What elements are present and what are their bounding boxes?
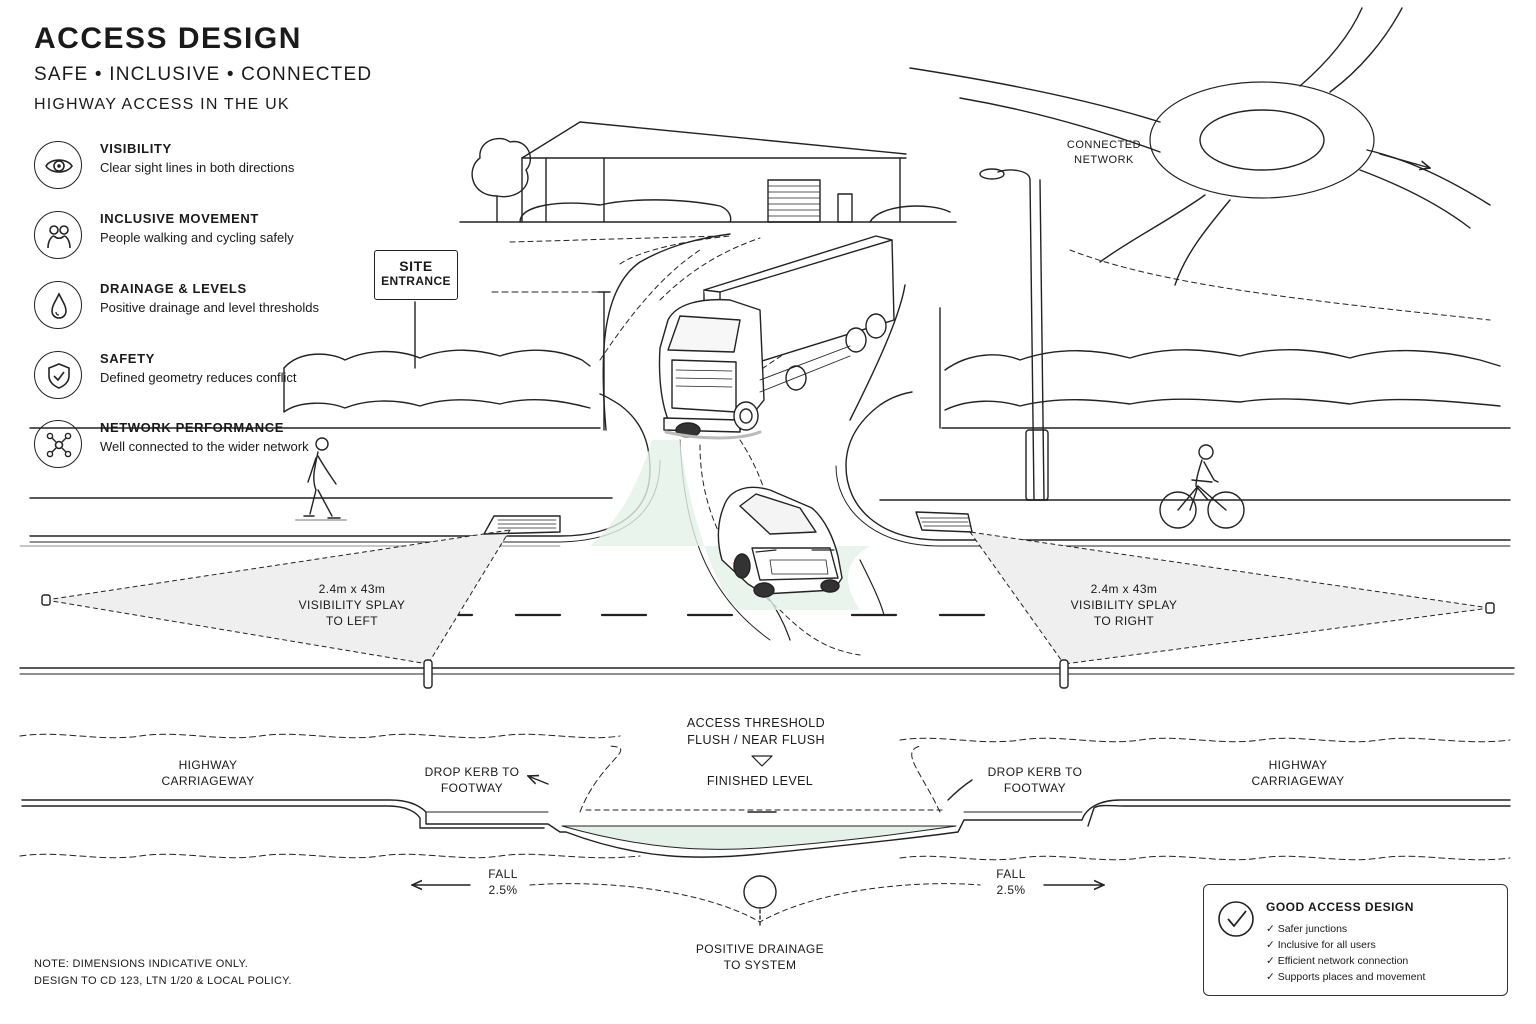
visibility-splay-left bbox=[41, 529, 511, 689]
fall-right-label: FALL 2.5% bbox=[996, 867, 1026, 897]
fall-left-label: FALL 2.5% bbox=[488, 867, 518, 897]
section-context-lines bbox=[19, 733, 1511, 861]
gate-post-left bbox=[597, 291, 611, 431]
shield-check-icon bbox=[34, 351, 82, 399]
good-access-list: Safer junctions Inclusive for all users … bbox=[1266, 921, 1426, 985]
hgv-truck bbox=[658, 235, 895, 440]
drop-kerb-left-label: DROP KERB TO FOOTWAY bbox=[424, 765, 520, 795]
street-lamp bbox=[979, 168, 1049, 501]
good-access-design-box: GOOD ACCESS DESIGN Safer junctions Inclu… bbox=[1203, 884, 1508, 996]
pedestrian-walking bbox=[295, 437, 347, 521]
water-drop-icon bbox=[34, 281, 82, 329]
note-line-2: DESIGN TO CD 123, LTN 1/20 & LOCAL POLIC… bbox=[34, 975, 292, 987]
list-item: Supports places and movement bbox=[1266, 969, 1426, 985]
sign-line-1: SITE bbox=[399, 258, 433, 274]
feature-drainage-levels: DRAINAGE & LEVELS Positive drainage and … bbox=[34, 281, 334, 335]
access-road-right-edge bbox=[849, 284, 906, 421]
car bbox=[717, 486, 843, 598]
gully-left bbox=[483, 515, 561, 535]
positive-drainage-label: POSITIVE DRAINAGE TO SYSTEM bbox=[695, 942, 825, 972]
eye-icon bbox=[34, 141, 82, 189]
people-icon bbox=[34, 211, 82, 259]
good-access-title: GOOD ACCESS DESIGN bbox=[1266, 900, 1414, 914]
feature-safety: SAFETY Defined geometry reduces conflict bbox=[34, 351, 334, 405]
page-title: ACCESS DESIGN bbox=[34, 22, 302, 55]
feature-title: VISIBILITY bbox=[100, 141, 172, 156]
feature-desc: Clear sight lines in both directions bbox=[100, 160, 295, 175]
feature-title: SAFETY bbox=[100, 351, 155, 366]
list-item: Safer junctions bbox=[1266, 921, 1425, 937]
drop-kerb-right-label: DROP KERB TO FOOTWAY bbox=[987, 765, 1083, 795]
cyclist bbox=[1159, 444, 1245, 529]
connected-network-label: CONNECTED NETWORK bbox=[1066, 139, 1142, 166]
list-item: Inclusive for all users bbox=[1266, 937, 1425, 953]
note-line-1: NOTE: DIMENSIONS INDICATIVE ONLY. bbox=[34, 958, 249, 970]
hedge-left bbox=[283, 349, 591, 413]
page-context: HIGHWAY ACCESS IN THE UK bbox=[34, 96, 290, 113]
feature-network-performance: NETWORK PERFORMANCE Well connected to th… bbox=[34, 420, 334, 474]
feature-desc: Defined geometry reduces conflict bbox=[100, 370, 297, 385]
sign-line-2: ENTRANCE bbox=[381, 274, 451, 288]
gully-right bbox=[915, 511, 973, 533]
threshold-subtitle: FLUSH / NEAR FLUSH bbox=[687, 733, 825, 747]
network-icon bbox=[34, 420, 82, 468]
section-profile bbox=[21, 755, 1511, 858]
feature-title: NETWORK PERFORMANCE bbox=[100, 420, 285, 435]
feature-title: DRAINAGE & LEVELS bbox=[100, 281, 247, 296]
design-note: NOTE: DIMENSIONS INDICATIVE ONLY. DESIGN… bbox=[34, 956, 292, 990]
splay-right-label: 2.4m x 43m VISIBILITY SPLAY TO RIGHT bbox=[1070, 582, 1178, 628]
feature-desc: Well connected to the wider network bbox=[100, 439, 309, 454]
roundabout-network bbox=[909, 7, 1491, 321]
splay-left-label: 2.4m x 43m VISIBILITY SPLAY TO LEFT bbox=[298, 582, 406, 628]
warehouse-building bbox=[459, 121, 957, 223]
list-item: Efficient network connection bbox=[1266, 953, 1425, 969]
kerb-right-radius bbox=[845, 391, 1511, 541]
visibility-splay-right bbox=[969, 531, 1495, 689]
feature-title: INCLUSIVE MOVEMENT bbox=[100, 211, 259, 226]
feature-inclusive-movement: INCLUSIVE MOVEMENT People walking and cy… bbox=[34, 211, 334, 265]
feature-desc: People walking and cycling safely bbox=[100, 230, 294, 245]
finished-level-label: FINISHED LEVEL bbox=[706, 774, 814, 788]
site-entrance-sign: SITE ENTRANCE bbox=[374, 250, 458, 300]
threshold-title: ACCESS THRESHOLD bbox=[686, 716, 826, 730]
highway-carriageway-left: HIGHWAY CARRIAGEWAY bbox=[161, 758, 255, 788]
feature-visibility: VISIBILITY Clear sight lines in both dir… bbox=[34, 141, 334, 195]
feature-desc: Positive drainage and level thresholds bbox=[100, 300, 319, 315]
highway-carriageway-right: HIGHWAY CARRIAGEWAY bbox=[1251, 758, 1345, 788]
hedge-right bbox=[944, 348, 1501, 411]
page-subtitle: SAFE • INCLUSIVE • CONNECTED bbox=[34, 64, 373, 85]
check-circle-icon bbox=[1218, 901, 1254, 937]
drainage-point bbox=[743, 875, 777, 929]
